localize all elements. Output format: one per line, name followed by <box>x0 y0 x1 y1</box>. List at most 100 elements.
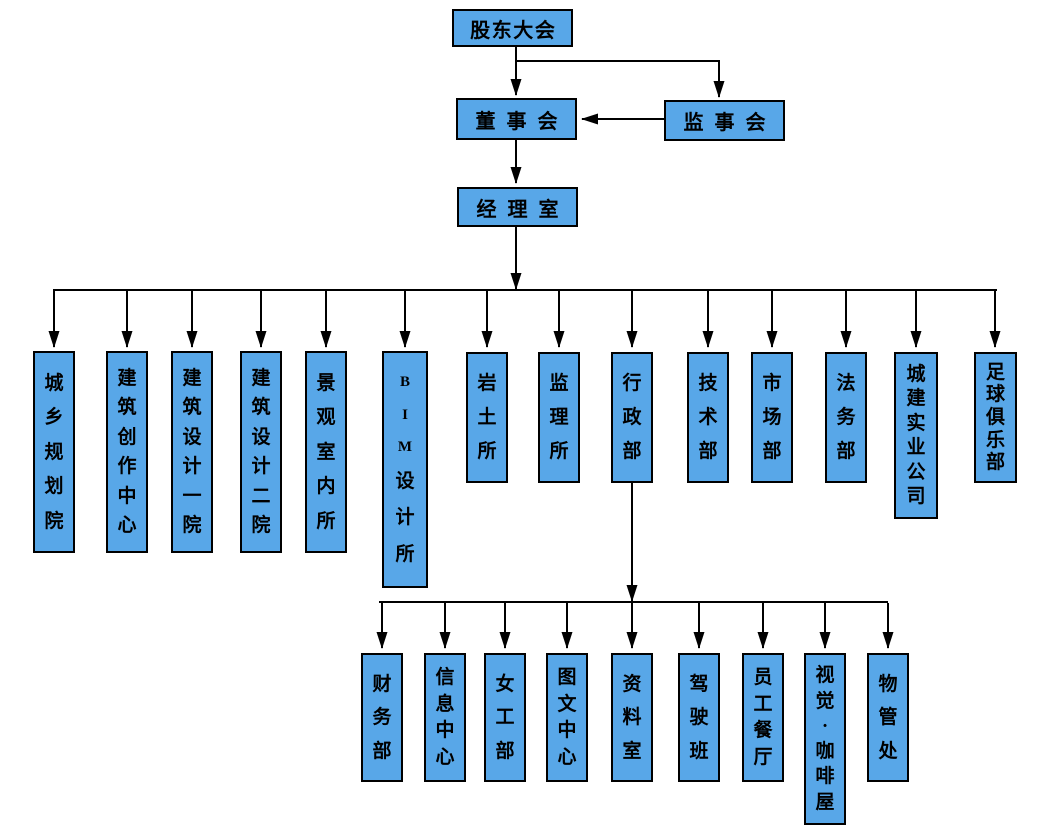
node-label-char: 设 <box>395 471 415 493</box>
node-label-char: 中 <box>117 485 137 507</box>
org-node-architectural-design-institute-1: 建筑设计一院 <box>171 351 213 553</box>
node-label-char: 所 <box>477 441 497 462</box>
node-label-char: 院 <box>182 515 202 537</box>
node-label-char: 建 <box>906 388 926 410</box>
node-label-char: 建 <box>117 367 137 389</box>
org-node-managers-office: 经理室 <box>457 187 578 227</box>
node-label-char: 二 <box>251 485 271 507</box>
node-label-char: 工 <box>495 707 515 728</box>
node-label-char: I <box>402 406 408 423</box>
node-label-char: 驾 <box>689 673 709 695</box>
org-node-legal-dept: 法务部 <box>825 352 867 483</box>
node-label-char: 城 <box>906 363 926 385</box>
org-node-geotechnical-office: 岩土所 <box>466 352 508 483</box>
node-label-char: 乐 <box>985 429 1005 451</box>
node-label: 经理室 <box>476 198 570 221</box>
node-label-char: 实 <box>906 412 926 434</box>
org-node-finance-dept: 财务部 <box>361 653 403 782</box>
org-node-administration-dept: 行政部 <box>611 352 653 483</box>
node-label-char: 部 <box>372 740 392 762</box>
node-label-char: 部 <box>698 441 718 462</box>
node-label-char: 管 <box>878 707 898 728</box>
node-label-char: 建 <box>182 367 202 389</box>
org-node-chengjian-industrial-company: 城建实业公司 <box>894 352 938 519</box>
node-label-char: 视 <box>815 665 835 687</box>
node-label-char: 创 <box>117 426 137 448</box>
org-node-landscape-interior-office: 景观室内所 <box>305 351 347 553</box>
node-label-char: 场 <box>762 407 782 428</box>
node-label-char: 屋 <box>815 791 835 813</box>
node-label-char: 技 <box>698 373 718 394</box>
node-label-char: 料 <box>622 707 642 728</box>
node-label-char: 图 <box>557 666 577 688</box>
org-node-supervision-office: 监理所 <box>538 352 580 483</box>
node-label-char: 筑 <box>251 397 271 419</box>
node-label-char: 俱 <box>985 406 1005 428</box>
node-label-char: 财 <box>372 673 392 695</box>
node-label-char: 规 <box>44 441 64 463</box>
node-label-char: 观 <box>316 407 336 428</box>
node-label-char: 业 <box>906 437 926 459</box>
node-label-char: 监 <box>549 373 569 394</box>
node-label-char: 所 <box>549 441 569 462</box>
org-node-urban-rural-planning-institute: 城乡规划院 <box>33 351 75 553</box>
org-node-property-management-office: 物管处 <box>867 653 909 782</box>
node-label-char: 计 <box>251 456 271 478</box>
node-label-char: 息 <box>435 693 455 715</box>
node-label-char: 公 <box>906 461 926 483</box>
node-label-char: 乡 <box>44 407 64 428</box>
node-label-char: 筑 <box>182 397 202 419</box>
node-label-char: 觉 <box>815 690 835 712</box>
org-node-drivers-team: 驾驶班 <box>678 653 720 782</box>
node-label-char: · <box>821 715 829 737</box>
node-label: 监事会 <box>683 112 777 134</box>
node-label-char: 室 <box>622 740 642 762</box>
node-label-char: 务 <box>836 407 856 428</box>
node-label-char: 室 <box>316 441 336 463</box>
node-label-char: 咖 <box>815 741 835 763</box>
org-node-technology-dept: 技术部 <box>687 352 729 483</box>
node-label-char: 土 <box>477 407 497 428</box>
node-label-char: M <box>397 438 413 455</box>
node-label: 股东大会 <box>470 19 557 42</box>
node-label-char: 部 <box>622 441 642 462</box>
node-label-char: 处 <box>878 740 898 762</box>
node-label-char: 政 <box>622 407 642 428</box>
org-node-architectural-design-institute-2: 建筑设计二院 <box>240 351 282 553</box>
org-node-supervisory-board: 监事会 <box>664 100 785 141</box>
node-label-char: 部 <box>836 441 856 462</box>
org-node-architectural-creation-center: 建筑创作中心 <box>106 351 148 553</box>
node-label-char: 院 <box>44 510 64 532</box>
node-label-char: 内 <box>316 476 336 497</box>
node-label-char: 球 <box>985 384 1005 406</box>
org-node-vision-coffee-house: 视觉·咖啡屋 <box>804 653 846 825</box>
node-label-char: 所 <box>316 510 336 532</box>
org-node-marketing-dept: 市场部 <box>751 352 793 483</box>
org-node-women-workers-dept: 女工部 <box>484 653 526 782</box>
node-label-char: 心 <box>557 747 577 769</box>
node-label-char: 部 <box>985 452 1005 474</box>
node-label-char: 岩 <box>477 373 497 394</box>
org-node-shareholders-meeting: 股东大会 <box>452 9 573 47</box>
node-label-char: 足 <box>985 361 1005 383</box>
node-label-char: 一 <box>182 485 202 507</box>
node-label-char: 划 <box>44 476 64 497</box>
node-label-char: 餐 <box>753 720 773 742</box>
node-label-char: 部 <box>762 441 782 462</box>
node-label: 董事会 <box>475 110 569 133</box>
node-label-char: 景 <box>316 372 336 394</box>
org-node-graphics-center: 图文中心 <box>546 653 588 782</box>
org-node-staff-canteen: 员工餐厅 <box>742 653 784 782</box>
org-node-information-center: 信息中心 <box>424 653 466 782</box>
node-label-char: 资 <box>622 673 642 695</box>
org-node-football-club: 足球俱乐部 <box>974 352 1017 483</box>
node-label-char: 务 <box>372 707 392 728</box>
node-label-char: 法 <box>836 373 856 394</box>
node-label-char: 院 <box>251 515 271 537</box>
node-label-char: 心 <box>117 515 137 537</box>
node-label-char: 计 <box>395 507 415 529</box>
node-label-char: 设 <box>251 426 271 448</box>
